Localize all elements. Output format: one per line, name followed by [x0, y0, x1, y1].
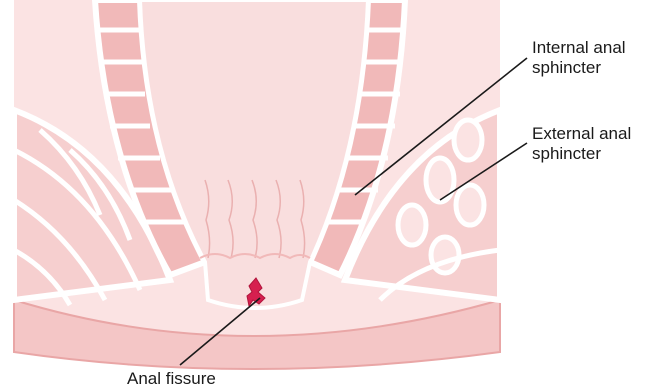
external-sphincter-label-line2: sphincter [532, 144, 601, 163]
internal-sphincter-label-line1: Internal anal [532, 38, 626, 57]
internal-sphincter-label-line2: sphincter [532, 58, 601, 77]
anal-fissure-label: Anal fissure [127, 369, 216, 388]
external-sphincter-label-line1: External anal [532, 124, 631, 143]
